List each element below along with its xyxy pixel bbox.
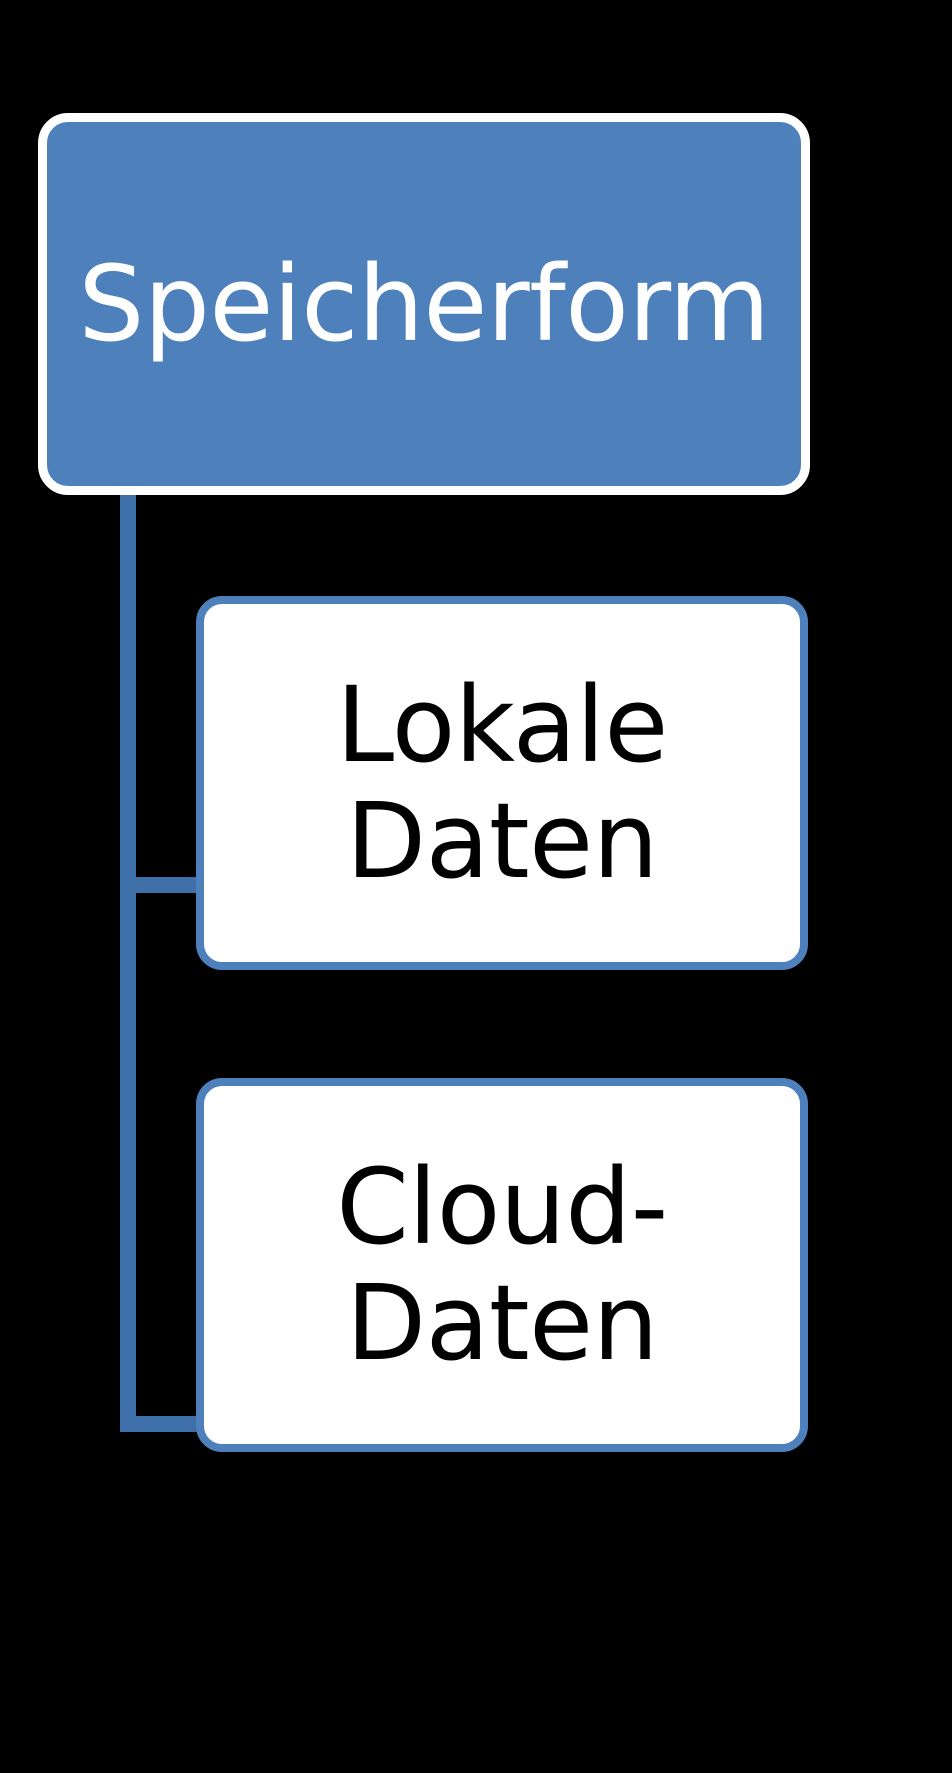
node-lokale-daten-label: Lokale Daten bbox=[336, 663, 668, 902]
node-speicherform-label: Speicherform bbox=[78, 242, 770, 365]
connector-trunk-vertical bbox=[120, 490, 136, 1432]
connector-branch-cloud-daten bbox=[120, 1416, 212, 1432]
node-speicherform[interactable]: Speicherform bbox=[38, 113, 810, 495]
node-cloud-daten-label: Cloud-Daten bbox=[336, 1145, 668, 1384]
node-lokale-daten[interactable]: Lokale Daten bbox=[196, 596, 808, 970]
connector-branch-lokale-daten bbox=[120, 877, 212, 893]
node-cloud-daten[interactable]: Cloud-Daten bbox=[196, 1078, 808, 1452]
